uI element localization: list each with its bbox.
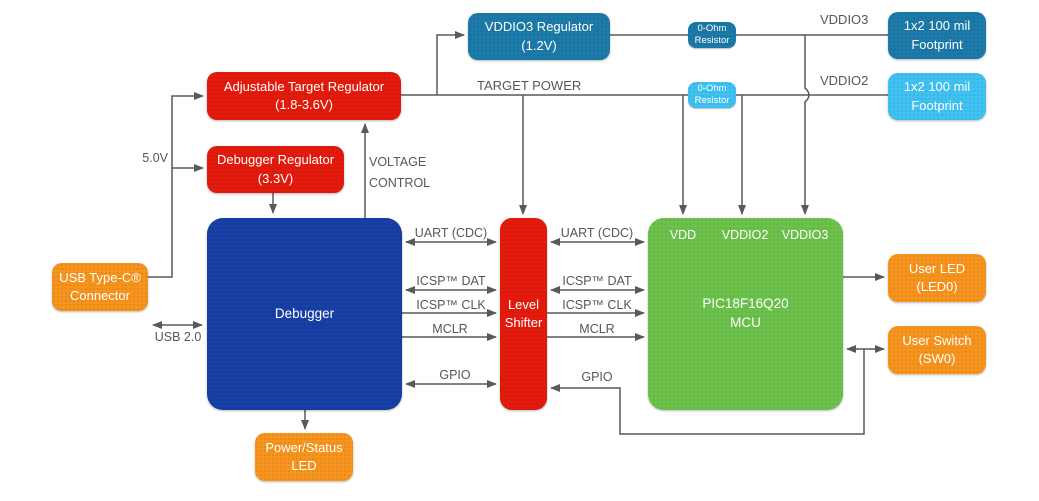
power-led-label2: LED (291, 458, 317, 473)
adjustable-target-regulator-block: Adjustable Target Regulator (1.8-3.6V) (207, 72, 401, 120)
debugger-label: Debugger (274, 305, 335, 321)
usb-connector-label2: Connector (70, 288, 130, 303)
adjustable-regulator-voltage: (1.8-3.6V) (275, 97, 333, 112)
label-5v: 5.0V (142, 151, 168, 165)
mcu-label: PIC18F16Q20 (702, 296, 789, 312)
mcu-pin-vdd: VDD (669, 228, 697, 242)
label-gpio-right: GPIO (581, 370, 613, 384)
resistor-label: 0-Ohm (697, 83, 727, 95)
debugger-regulator-label: Debugger Regulator (216, 152, 335, 168)
footprint-vddio2-block: 1x2 100 mil Footprint (888, 73, 986, 120)
mcu-pin-vddio3: VDDIO3 (781, 228, 829, 242)
vddio3-regulator-voltage: (1.2V) (521, 37, 557, 53)
mcu-label2: MCU (730, 315, 761, 330)
footprint-label: 1x2 100 mil (903, 18, 971, 34)
label-mclr-left: MCLR (432, 322, 468, 336)
power-led-label: Power/Status (265, 439, 343, 455)
label-uart-left: UART (CDC) (414, 226, 488, 240)
label-icsp-clk-right: ICSP™ CLK (562, 298, 632, 312)
debugger-block: Debugger (207, 218, 402, 410)
footprint-label2: Footprint (911, 97, 963, 113)
user-switch-label2: (SW0) (918, 351, 956, 366)
power-status-led-block: Power/Status LED (255, 433, 353, 481)
usb-connector-block: USB Type-C® Connector (52, 263, 148, 311)
resistor-label2: Resistor (694, 35, 730, 46)
label-voltage-control: VOLTAGE CONTROL (369, 155, 431, 190)
level-shifter-label: Level (507, 296, 540, 312)
label-vddio3: VDDIO3 (820, 12, 869, 27)
vddio3-regulator-block: VDDIO3 Regulator (1.2V) (468, 13, 610, 60)
zero-ohm-resistor-vddio3-block: 0-Ohm Resistor (688, 22, 736, 48)
wire-gpio-return (550, 349, 865, 435)
footprint-vddio3-block: 1x2 100 mil Footprint (888, 12, 986, 59)
debugger-regulator-block: Debugger Regulator (3.3V) (207, 146, 344, 193)
footprint-label: 1x2 100 mil (903, 79, 971, 95)
wire-target-power-to-vddio3-regulator (436, 31, 465, 95)
label-icsp-dat-right: ICSP™ DAT (562, 274, 632, 288)
label-mclr-right: MCLR (579, 322, 615, 336)
label-gpio-left: GPIO (439, 368, 471, 382)
usb-connector-label: USB Type-C® (59, 269, 141, 285)
resistor-label2: Resistor (694, 95, 730, 106)
zero-ohm-resistor-vddio2-block: 0-Ohm Resistor (688, 82, 736, 108)
label-usb2: USB 2.0 (154, 330, 202, 344)
label-vddio2: VDDIO2 (820, 73, 869, 88)
user-switch-block: User Switch (SW0) (888, 326, 986, 374)
adjustable-regulator-label: Adjustable Target Regulator (223, 78, 385, 94)
user-led-label: User LED (908, 260, 966, 276)
vddio3-regulator-label: VDDIO3 Regulator (484, 19, 594, 35)
mcu-block: VDD VDDIO2 VDDIO3 PIC18F16Q20 MCU (648, 218, 843, 410)
wire-vddio3-drop (801, 35, 810, 215)
user-switch-label: User Switch (902, 332, 972, 348)
user-led-block: User LED (LED0) (888, 254, 986, 302)
debugger-regulator-voltage: (3.3V) (257, 170, 294, 186)
level-shifter-block: Level Shifter (500, 218, 547, 410)
level-shifter-label2: Shifter (504, 315, 543, 330)
label-icsp-dat-left: ICSP™ DAT (416, 274, 486, 288)
resistor-label: 0-Ohm (697, 23, 727, 35)
label-target-power: TARGET POWER (477, 78, 582, 93)
footprint-label2: Footprint (911, 36, 963, 52)
wire-5v-to-adjustable-regulator (148, 92, 204, 278)
user-led-label2: (LED0) (916, 279, 958, 294)
mcu-pin-vddio2: VDDIO2 (721, 228, 769, 242)
label-icsp-clk-left: ICSP™ CLK (416, 298, 486, 312)
label-uart-right: UART (CDC) (560, 226, 634, 240)
